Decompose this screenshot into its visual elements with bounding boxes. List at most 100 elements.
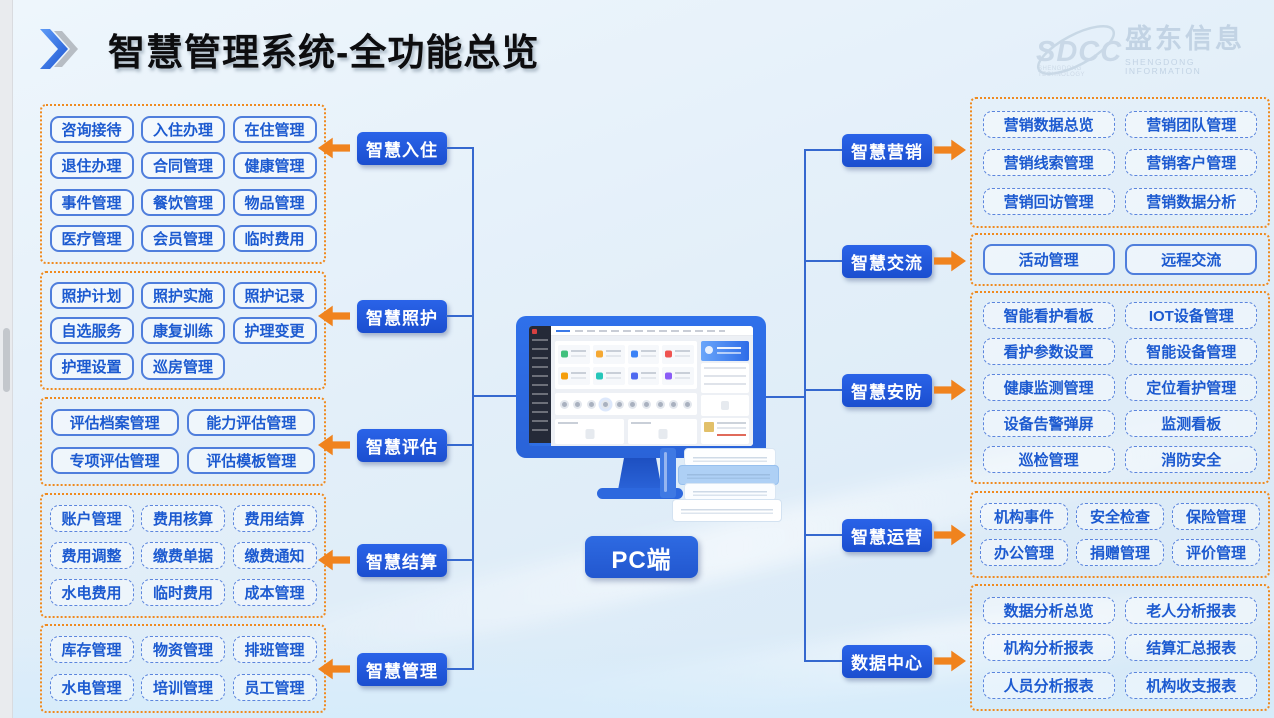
viewer-scrollbar-thumb[interactable] (3, 328, 10, 392)
feature-item: 机构事件 (980, 502, 1068, 530)
branch-smart-checkin: 智慧入住 (357, 132, 447, 165)
feature-item: 自选服务 (49, 317, 134, 344)
feature-item: 入住办理 (141, 115, 225, 143)
panel-smart-settlement: 账户管理费用核算费用结算费用调整缴费单据缴费通知水电费用临时费用成本管理 (40, 493, 326, 618)
feature-item: 成本管理 (232, 579, 317, 606)
page-title: 智慧管理系统-全功能总览 (108, 32, 540, 73)
connector-line (804, 534, 842, 536)
branch-smart-operations: 智慧运营 (842, 519, 932, 552)
logo-names: 盛东信息 SHENGDONG INFORMATION (1125, 25, 1264, 76)
logo-tagline: SHENGDONG TECHNOLOGY (1038, 66, 1086, 78)
arrow-right-icon (934, 139, 966, 161)
feature-item: 费用调整 (49, 542, 134, 569)
feature-item: 在住管理 (232, 115, 317, 143)
panel-smart-assessment: 评估档案管理能力评估管理专项评估管理评估模板管理 (40, 397, 326, 486)
feature-item: 营销线索管理 (982, 149, 1115, 176)
arrow-right-icon (934, 524, 966, 546)
title-row: 智慧管理系统-全功能总览 (40, 22, 539, 76)
feature-item: 退住办理 (49, 152, 134, 180)
feature-item: 营销数据总览 (982, 110, 1115, 138)
feature-item: 营销回访管理 (982, 187, 1115, 215)
connector-line (446, 559, 474, 561)
dashboard-screenshot (529, 326, 753, 446)
connector-line (804, 149, 806, 662)
feature-item: 临时费用 (141, 579, 225, 606)
company-logo: SDCC SHENGDONG TECHNOLOGY 盛东信息 SHENGDONG… (1032, 20, 1264, 82)
shortcut-icon (669, 399, 679, 409)
book (672, 499, 782, 522)
feature-item: 照护实施 (141, 281, 225, 309)
feature-item: 临时费用 (232, 225, 317, 253)
feature-item: 巡检管理 (982, 446, 1115, 473)
panel-smart-care: 照护计划照护实施照护记录自选服务康复训练护理变更护理设置巡房管理 (40, 271, 326, 390)
books-illustration (660, 448, 782, 524)
dashboard-sidebar (529, 326, 551, 446)
panel-smart-checkin: 咨询接待入住办理在住管理退住办理合同管理健康管理事件管理餐饮管理物品管理医疗管理… (40, 104, 326, 264)
connector-line (804, 149, 842, 151)
feature-item: 餐饮管理 (141, 188, 225, 216)
shortcut-icon (559, 399, 569, 409)
stat-card (627, 366, 660, 385)
connector-line (446, 444, 474, 446)
branch-data-center: 数据中心 (842, 645, 932, 678)
feature-item: 评估档案管理 (50, 409, 179, 437)
connector-line (804, 260, 842, 262)
feature-item: 照护计划 (49, 281, 134, 309)
feature-item: 缴费通知 (232, 542, 317, 569)
shortcut-icon (655, 399, 665, 409)
feature-item: 事件管理 (49, 188, 134, 216)
feature-item: 结算汇总报表 (1125, 634, 1258, 661)
feature-item: 办公管理 (980, 539, 1068, 567)
connector-line (762, 396, 806, 398)
feature-item: 安全检查 (1076, 502, 1164, 530)
book-spine (660, 448, 676, 498)
arrow-right-icon (934, 250, 966, 272)
shortcut-icon (587, 399, 597, 409)
logo-name-en: SHENGDONG INFORMATION (1124, 57, 1202, 77)
feature-item: 康复训练 (141, 317, 225, 344)
feature-item: 费用结算 (232, 505, 317, 532)
panel-smart-admin: 库存管理物资管理排班管理水电管理培训管理员工管理 (40, 624, 326, 713)
feature-item: 排班管理 (232, 636, 317, 664)
panel-smart-marketing: 营销数据总览营销团队管理营销线索管理营销客户管理营销回访管理营销数据分析 (970, 97, 1270, 228)
feature-item: 账户管理 (49, 505, 134, 532)
feature-item: 费用核算 (141, 505, 225, 532)
pc-terminal-label: PC端 (585, 536, 698, 578)
branch-smart-care: 智慧照护 (357, 300, 447, 333)
dashboard-topbar (551, 326, 753, 336)
branch-smart-admin: 智慧管理 (357, 653, 447, 686)
stat-card (627, 345, 660, 364)
feature-item: 监测看板 (1125, 410, 1258, 437)
dashboard-news-panel (701, 418, 749, 444)
arrow-right-icon (934, 379, 966, 401)
feature-item: 智能设备管理 (1125, 338, 1258, 365)
shortcut-icon (600, 399, 610, 409)
feature-item: 机构分析报表 (982, 634, 1115, 661)
stat-card (592, 366, 625, 385)
feature-item: 合同管理 (141, 152, 225, 180)
connector-line (446, 315, 474, 317)
branch-smart-security: 智慧安防 (842, 374, 932, 407)
arrow-right-icon (934, 650, 966, 672)
dashboard-list-panel (701, 363, 749, 393)
branch-smart-marketing: 智慧营销 (842, 134, 932, 167)
panel-data-center: 数据分析总览老人分析报表机构分析报表结算汇总报表人员分析报表机构收支报表 (970, 584, 1270, 711)
feature-item: 数据分析总览 (982, 596, 1115, 624)
logo-name-cn: 盛东信息 (1124, 24, 1245, 55)
double-chevron-right-icon (40, 29, 78, 69)
dashboard-chart-panel (555, 419, 624, 444)
connector-line (446, 668, 474, 670)
feature-item: 物品管理 (232, 188, 317, 216)
feature-item: 看护参数设置 (982, 338, 1115, 365)
stat-card (662, 345, 694, 364)
feature-item: 远程交流 (1125, 244, 1258, 275)
feature-item: 活动管理 (982, 244, 1115, 275)
book (678, 465, 779, 485)
feature-item: 评估模板管理 (187, 446, 316, 474)
feature-item: 健康监测管理 (982, 374, 1115, 401)
feature-item: 员工管理 (232, 673, 317, 701)
stat-card (662, 366, 694, 385)
feature-item: 培训管理 (141, 673, 225, 701)
feature-item: 巡房管理 (141, 352, 225, 380)
